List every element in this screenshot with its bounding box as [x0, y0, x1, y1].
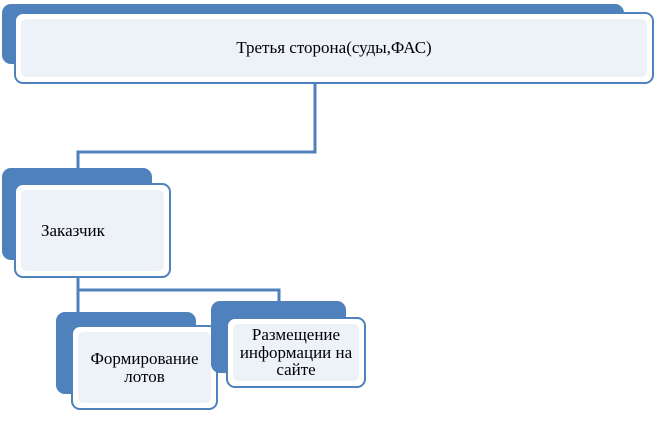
- node-third-party-fill: Третья сторона(суды,ФАС): [21, 19, 647, 77]
- node-publishing-box: Размещение информации на сайте: [226, 317, 366, 388]
- node-customer-fill: Заказчик: [21, 190, 164, 271]
- node-publishing-fill: Размещение информации на сайте: [233, 324, 359, 381]
- node-third-party-label: Третья сторона(суды,ФАС): [236, 38, 432, 58]
- connector-customer-to-publishing: [78, 288, 281, 301]
- node-lots-fill: Формирование лотов: [78, 332, 211, 403]
- node-publishing-label: Размещение информации на сайте: [239, 324, 353, 380]
- node-customer-box: Заказчик: [14, 183, 171, 278]
- node-lots-label: Формирование лотов: [90, 348, 199, 386]
- node-lots-box: Формирование лотов: [71, 325, 218, 410]
- node-third-party-box: Третья сторона(суды,ФАС): [14, 12, 654, 84]
- node-customer-label: Заказчик: [41, 220, 105, 240]
- connector-third-party-to-customer: [76, 84, 317, 168]
